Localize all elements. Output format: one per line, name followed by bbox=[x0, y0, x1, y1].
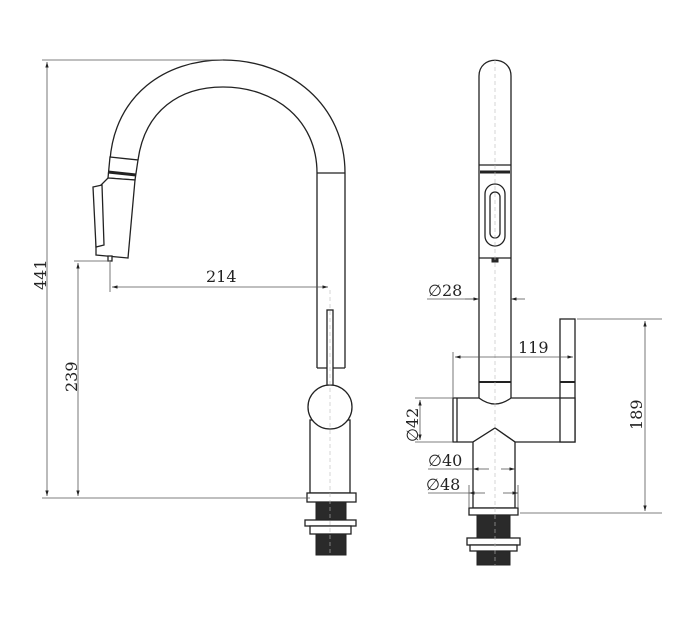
label-total-height: 441 bbox=[31, 259, 50, 290]
side-dimensions: ∅28 119 ∅42 189 ∅40 ∅48 bbox=[403, 281, 662, 514]
label-spout-diameter: ∅28 bbox=[428, 281, 462, 300]
sprayhead-band bbox=[107, 156, 139, 181]
sprayhead-button bbox=[92, 184, 105, 248]
side-view bbox=[452, 59, 576, 566]
label-spout-reach: 214 bbox=[206, 267, 237, 286]
side-body bbox=[452, 397, 576, 443]
side-lever-handle[interactable] bbox=[559, 318, 576, 443]
base-plate bbox=[306, 492, 357, 503]
mounting-nut bbox=[304, 519, 357, 527]
front-dimensions: 441 239 214 bbox=[31, 59, 328, 499]
label-body-diameter: ∅42 bbox=[403, 408, 422, 442]
label-base-diameter: ∅48 bbox=[426, 475, 460, 494]
label-spout-height: 239 bbox=[62, 361, 81, 392]
thread-shank bbox=[315, 501, 347, 521]
label-stem-diameter: ∅40 bbox=[428, 451, 462, 470]
spout-gooseneck bbox=[109, 59, 346, 368]
label-body-height: 189 bbox=[627, 399, 646, 430]
label-body-length: 119 bbox=[518, 338, 549, 357]
side-stem bbox=[472, 427, 516, 509]
front-view bbox=[92, 59, 357, 556]
